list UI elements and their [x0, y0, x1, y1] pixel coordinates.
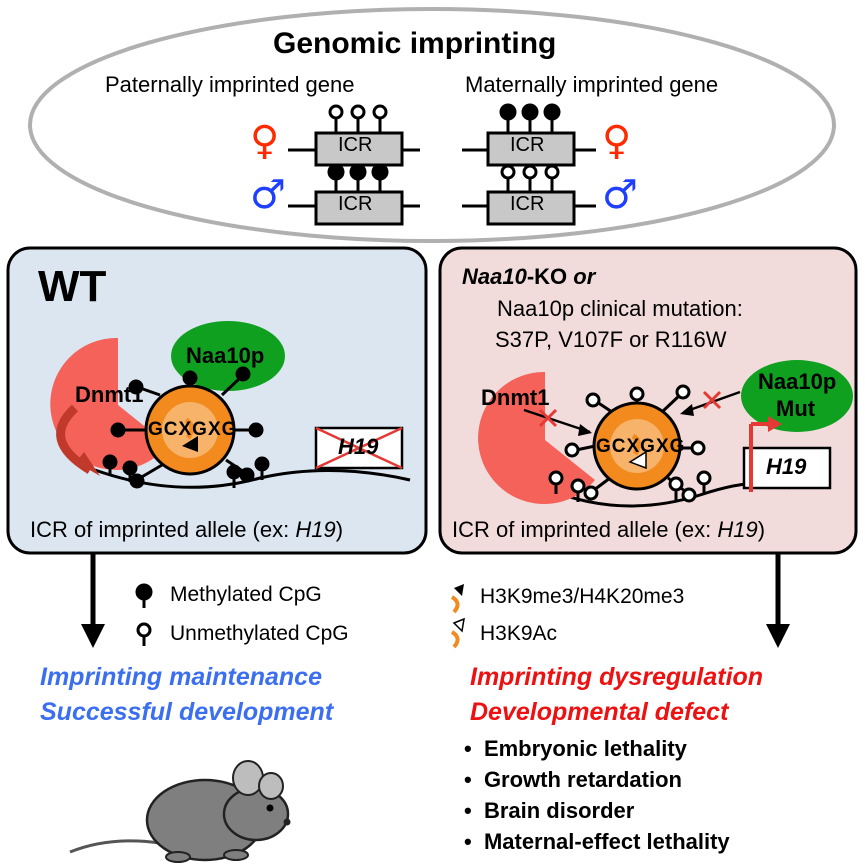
- wt-outcome-line2: Successful development: [40, 698, 334, 726]
- wt-caption-suffix: ): [335, 517, 344, 542]
- header-ellipse: [28, 7, 836, 243]
- wt-h19-box: [314, 426, 404, 470]
- female-symbol-icon: ♀: [250, 118, 280, 164]
- mut-caption-suffix: ): [757, 517, 766, 542]
- icr-label: ICR: [338, 193, 373, 215]
- icr-label: ICR: [510, 193, 545, 215]
- mut-blocked-arrows: [523, 390, 741, 436]
- mut-dnmt1-label: Dnmt1: [481, 385, 550, 410]
- icr-label: ICR: [338, 134, 373, 156]
- wt-dnmt1-label: Dnmt1: [75, 382, 144, 407]
- icr-lollipops: [327, 103, 561, 192]
- mouse-illustration: [69, 760, 291, 863]
- bullet-item: • Growth retardation: [464, 767, 682, 792]
- bullet-text: Brain disorder: [483, 798, 635, 823]
- page-title: Genomic imprinting: [273, 27, 557, 60]
- mut-h19-label: H19: [766, 454, 807, 479]
- wt-dna-cpg: [102, 454, 270, 488]
- legend-unmethylated: Unmethylated CpG: [170, 622, 349, 645]
- legend-icons: [135, 583, 153, 646]
- mut-title-gene: Naa10: [462, 264, 527, 289]
- male-symbol-icon: ♂: [602, 172, 638, 218]
- mut-line3: S37P, V107F or R116W: [495, 327, 727, 352]
- wt-title: WT: [38, 262, 107, 311]
- down-arrows: [81, 553, 790, 648]
- mut-caption-gene: H19: [717, 517, 758, 542]
- legend-h3k9ac: H3K9Ac: [480, 622, 558, 645]
- female-symbol-icon: ♀: [602, 118, 632, 164]
- legend-histone-icons: [450, 584, 465, 649]
- mut-title-or: or: [567, 264, 596, 289]
- mut-dna-cpg: [548, 470, 712, 502]
- wt-naa10p-label: Naa10p: [186, 343, 265, 368]
- paternal-label: Paternally imprinted gene: [105, 72, 355, 97]
- mut-dnmt1-shape: [478, 371, 595, 504]
- wt-caption-prefix: ICR of imprinted allele (ex:: [30, 517, 296, 542]
- wt-dnmt1-shape: [50, 337, 169, 470]
- wt-naa10p-shape: [171, 321, 285, 391]
- wt-caption-gene: H19: [295, 517, 336, 542]
- bullet-text: Maternal-effect lethality: [483, 829, 730, 854]
- legend-h3k9me3: H3K9me3/H4K20me3: [480, 585, 685, 608]
- wt-sequence: GCXGXG: [148, 419, 238, 440]
- wt-h19-label: H19: [338, 434, 379, 459]
- icr-label: ICR: [510, 134, 545, 156]
- wt-nucleosome: [110, 366, 264, 489]
- bullet-text: Embryonic lethality: [483, 736, 687, 761]
- bullet-text: Growth retardation: [483, 767, 682, 792]
- mut-sequence: GCXGXG: [596, 436, 686, 457]
- legend-methylated: Methylated CpG: [170, 583, 322, 606]
- wt-dna-strand: [94, 468, 411, 489]
- mut-outcome-line1: Imprinting dysregulation: [470, 663, 764, 691]
- mut-naa10p-mut-label: Mut: [776, 396, 816, 421]
- outcome-bullet-list: • Embryonic lethality • Growth retardati…: [464, 736, 730, 855]
- mut-outcome-line2: Developmental defect: [470, 698, 729, 726]
- maternal-label: Maternally imprinted gene: [465, 72, 719, 97]
- mut-title: Naa10-KO or: [462, 264, 595, 290]
- mut-naa10p-label: Naa10p: [758, 369, 837, 394]
- male-symbol-icon: ♂: [250, 172, 286, 218]
- mut-caption-prefix: ICR of imprinted allele (ex:: [452, 517, 718, 542]
- bullet-item: • Brain disorder: [464, 798, 635, 823]
- mut-naa10p-shape: [741, 360, 853, 432]
- bullet-item: • Embryonic lethality: [464, 736, 687, 761]
- mut-line2: Naa10p clinical mutation:: [497, 296, 743, 321]
- wt-caption: ICR of imprinted allele (ex: H19): [30, 517, 343, 543]
- mut-title-ko: -KO: [526, 264, 568, 289]
- mut-caption: ICR of imprinted allele (ex: H19): [452, 517, 765, 543]
- mut-h19-box: [742, 416, 832, 492]
- bullet-item: • Maternal-effect lethality: [464, 829, 730, 854]
- wt-outcome-line1: Imprinting maintenance: [40, 663, 322, 691]
